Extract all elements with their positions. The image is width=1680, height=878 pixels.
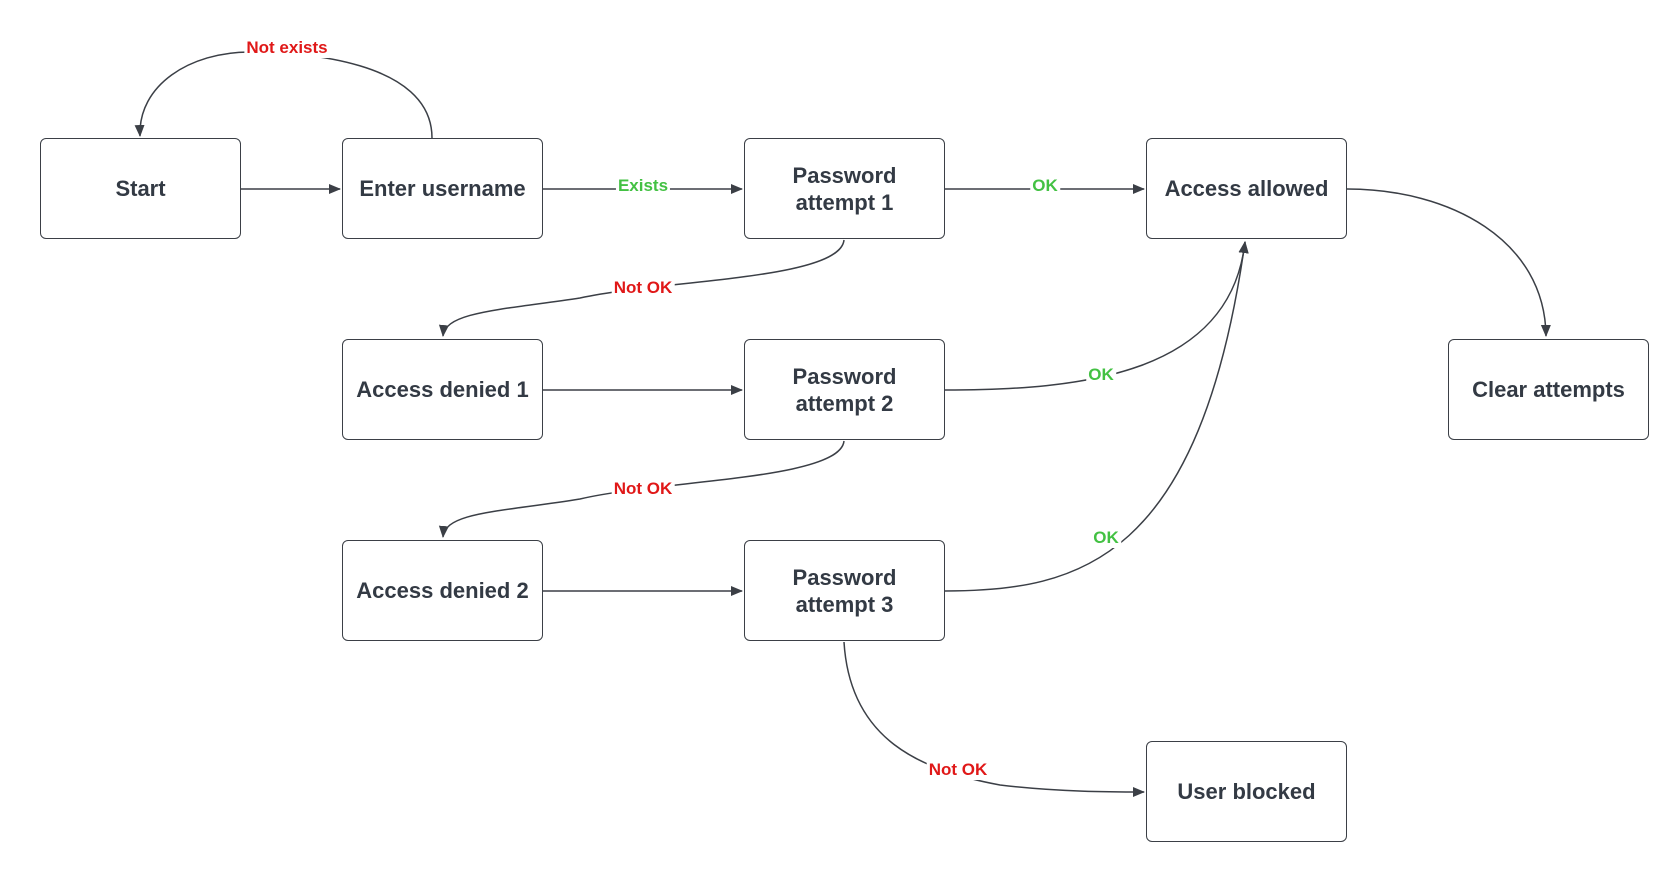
node-user-blocked-label: User blocked — [1177, 779, 1316, 804]
edge-attempt2-ok — [944, 241, 1249, 391]
node-password-attempt-2[interactable]: Password attempt 2 — [744, 339, 945, 440]
node-password-attempt-3-label: Password attempt 3 — [792, 564, 897, 617]
edge-label-attempt1-not-ok: Not OK — [611, 278, 675, 298]
node-password-attempt-1[interactable]: Password attempt 1 — [744, 138, 945, 239]
node-access-denied-1-label: Access denied 1 — [356, 377, 529, 402]
edge-attempt3-ok — [944, 241, 1249, 592]
node-access-denied-2-label: Access denied 2 — [356, 578, 529, 603]
edge-label-not-exists: Not exists — [244, 38, 330, 58]
node-password-attempt-3[interactable]: Password attempt 3 — [744, 540, 945, 641]
edge-attempt1-not-ok — [438, 239, 845, 337]
edge-username-not-exists — [134, 51, 433, 139]
node-enter-username[interactable]: Enter username — [342, 138, 543, 239]
edge-label-exists: Exists — [615, 176, 671, 196]
node-access-denied-2[interactable]: Access denied 2 — [342, 540, 543, 641]
edge-label-attempt1-ok: OK — [1030, 176, 1060, 196]
edge-label-attempt2-ok: OK — [1086, 365, 1116, 385]
node-access-allowed-label: Access allowed — [1164, 176, 1329, 201]
node-clear-attempts-label: Clear attempts — [1472, 377, 1625, 402]
node-clear-attempts[interactable]: Clear attempts — [1448, 339, 1649, 440]
node-start[interactable]: Start — [40, 138, 241, 239]
edge-attempt3-not-ok — [843, 641, 1145, 797]
edge-label-attempt3-not-ok: Not OK — [926, 760, 990, 780]
node-enter-username-label: Enter username — [359, 176, 526, 201]
edge-label-attempt3-ok: OK — [1091, 528, 1121, 548]
node-password-attempt-1-label: Password attempt 1 — [792, 162, 897, 215]
edge-allowed-to-clear — [1346, 188, 1551, 337]
edge-attempt2-not-ok — [438, 440, 845, 538]
node-access-denied-1[interactable]: Access denied 1 — [342, 339, 543, 440]
edge-label-attempt2-not-ok: Not OK — [611, 479, 675, 499]
node-start-label: Start — [115, 176, 166, 201]
node-access-allowed[interactable]: Access allowed — [1146, 138, 1347, 239]
node-password-attempt-2-label: Password attempt 2 — [792, 363, 897, 416]
node-user-blocked[interactable]: User blocked — [1146, 741, 1347, 842]
